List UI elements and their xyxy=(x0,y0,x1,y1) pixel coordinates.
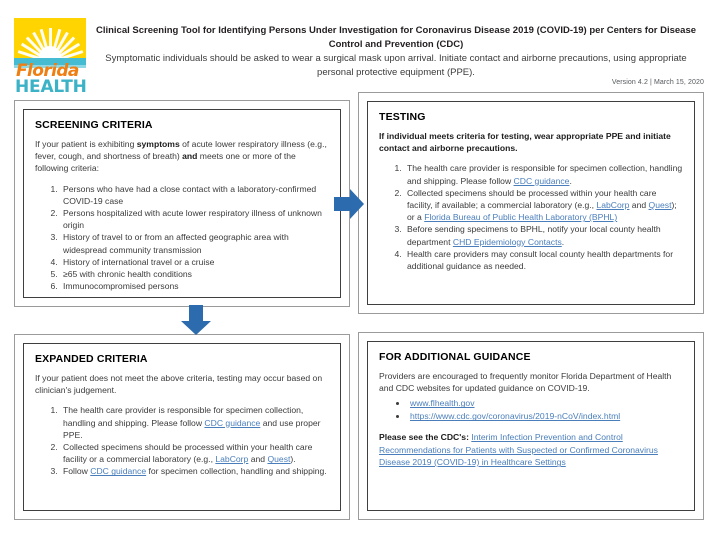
expanded-item1-b: and use proper PPE. xyxy=(63,417,321,440)
note-prefix: Please see the CDC's: xyxy=(379,432,472,443)
quest-link[interactable]: Quest xyxy=(648,200,672,211)
flhealth-website-link[interactable]: www.flhealth.gov xyxy=(410,398,475,409)
list-item: Follow CDC guidance for specimen collect… xyxy=(60,465,329,477)
screening-criteria-inner: SCREENING CRITERIA If your patient is ex… xyxy=(23,109,341,298)
arrow-down-icon xyxy=(178,303,214,337)
testing-panel: TESTING If individual meets criteria for… xyxy=(358,92,704,314)
labcorp-link[interactable]: LabCorp xyxy=(596,200,630,211)
version-label: Version 4.2 | March 15, 2020 xyxy=(611,79,704,86)
list-item: Immunocompromised persons xyxy=(60,280,329,292)
cdc-coronavirus-website-link[interactable]: https://www.cdc.gov/coronavirus/2019-nCo… xyxy=(410,411,621,422)
cdc-guidance-link[interactable]: CDC guidance xyxy=(204,417,261,428)
cdc-recommendations-note: Please see the CDC's: Interim Infection … xyxy=(379,431,683,468)
screening-criteria-intro: If your patient is exhibiting symptoms o… xyxy=(35,138,329,175)
additional-guidance-inner: FOR ADDITIONAL GUIDANCE Providers are en… xyxy=(367,341,695,511)
labcorp-link[interactable]: LabCorp xyxy=(215,454,249,465)
cdc-guidance-link[interactable]: CDC guidance xyxy=(513,175,570,186)
screening-intro-c: of acute lower respiratory illness (e.g.… xyxy=(35,139,327,162)
testing-list: The health care provider is responsible … xyxy=(379,162,683,272)
interim-infection-prevention-link[interactable]: Interim Infection Prevention and Control… xyxy=(379,432,658,468)
logo-water-band xyxy=(14,58,86,65)
left-column: SCREENING CRITERIA If your patient is ex… xyxy=(14,100,350,520)
chd-epidemiology-contacts-link[interactable]: CHD Epidemiology Contacts xyxy=(452,236,562,247)
arrow-right-icon xyxy=(332,186,366,222)
logo-water-band-light xyxy=(14,65,86,68)
logo-sun-disc xyxy=(39,46,61,58)
testing-item3-b: . xyxy=(561,236,565,247)
expanded-criteria-panel: EXPANDED CRITERIA If your patient does n… xyxy=(14,334,350,520)
expanded-item2-a: Collected specimens should be processed … xyxy=(63,442,313,465)
cdc-guidance-link[interactable]: CDC guidance xyxy=(90,466,147,477)
expanded-criteria-title: EXPANDED CRITERIA xyxy=(35,353,148,365)
list-item: Before sending specimens to BPHL, notify… xyxy=(404,223,683,247)
testing-item1-b: . xyxy=(569,175,572,186)
additional-guidance-panel: FOR ADDITIONAL GUIDANCE Providers are en… xyxy=(358,332,704,520)
testing-item2-c: ); or a xyxy=(407,200,677,223)
expanded-criteria-inner: EXPANDED CRITERIA If your patient does n… xyxy=(23,343,341,511)
right-column: TESTING If individual meets criteria for… xyxy=(358,92,704,520)
expanded-item2-c: ). xyxy=(290,454,296,465)
list-item: History of travel to or from an affected… xyxy=(60,231,329,255)
quest-link[interactable]: Quest xyxy=(267,454,291,465)
list-item: The health care provider is responsible … xyxy=(60,404,329,441)
list-item: www.flhealth.gov xyxy=(408,397,683,410)
list-item: The health care provider is responsible … xyxy=(404,162,683,186)
expanded-item1-a: The health care provider is responsible … xyxy=(63,405,304,428)
florida-health-logo: Florida HEALTH xyxy=(14,18,87,97)
screening-criteria-title: SCREENING CRITERIA xyxy=(35,119,153,131)
screening-intro-and: and xyxy=(182,151,198,162)
document-header: Florida HEALTH Clinical Screening Tool f… xyxy=(0,0,714,97)
screening-intro-symptoms: symptoms xyxy=(136,139,180,149)
expanded-criteria-list: The health care provider is responsible … xyxy=(35,404,329,477)
list-item: ≥65 with chronic health conditions xyxy=(60,268,329,280)
page-subtitle: Symptomatic individuals should be asked … xyxy=(105,53,687,78)
screening-criteria-panel: SCREENING CRITERIA If your patient is ex… xyxy=(14,100,350,307)
bphl-link[interactable]: Florida Bureau of Public Health Laborato… xyxy=(424,212,618,223)
testing-inner: TESTING If individual meets criteria for… xyxy=(367,101,695,305)
testing-item1-a: The health care provider is responsible … xyxy=(407,163,683,186)
testing-item3-a: Before sending specimens to BPHL, notify… xyxy=(407,224,661,247)
additional-guidance-intro: Providers are encouraged to frequently m… xyxy=(379,371,672,394)
list-item: Collected specimens should be processed … xyxy=(60,441,329,465)
page-title: Clinical Screening Tool for Identifying … xyxy=(95,25,697,50)
screening-intro-e: meets one or more of the following crite… xyxy=(35,151,296,174)
additional-guidance-title: FOR ADDITIONAL GUIDANCE xyxy=(379,351,531,363)
expanded-item2-b: and xyxy=(248,454,268,465)
list-item: Collected specimens should be processed … xyxy=(404,187,683,224)
list-item: Persons hospitalized with acute lower re… xyxy=(60,207,329,231)
testing-item2-a: Collected specimens should be processed … xyxy=(407,187,657,211)
testing-title: TESTING xyxy=(379,111,426,123)
testing-item2-b: and xyxy=(629,200,649,211)
logo-health-text: HEALTH xyxy=(15,77,87,97)
list-item: Persons who have had a close contact wit… xyxy=(60,183,329,207)
expanded-item3-b: for specimen collection, handling and sh… xyxy=(146,466,327,477)
testing-intro: If individual meets criteria for testing… xyxy=(379,131,671,154)
expanded-criteria-intro: If your patient does not meet the above … xyxy=(35,373,323,396)
screening-intro-a: If your patient is exhibiting xyxy=(35,139,137,149)
list-item: https://www.cdc.gov/coronavirus/2019-nCo… xyxy=(408,410,683,423)
expanded-item3-a: Follow xyxy=(63,466,91,477)
logo-sun-graphic xyxy=(14,18,86,58)
list-item: Health care providers may consult local … xyxy=(404,248,683,272)
screening-criteria-list: Persons who have had a close contact wit… xyxy=(35,183,329,293)
additional-guidance-links: www.flhealth.gov https://www.cdc.gov/cor… xyxy=(379,397,683,423)
logo-florida-text: Florida xyxy=(16,61,79,81)
list-item: History of international travel or a cru… xyxy=(60,256,329,268)
